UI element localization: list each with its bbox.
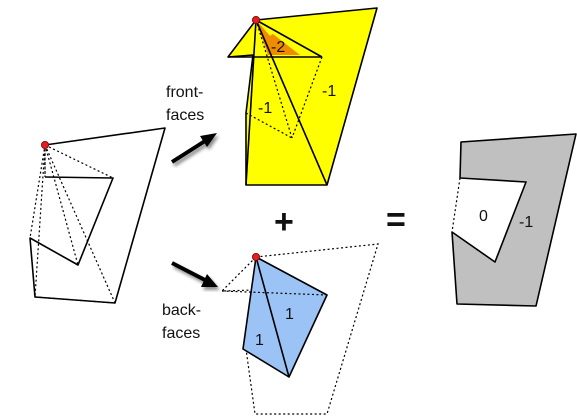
equals-operator: = [386,201,406,239]
result-closing-edge [451,177,461,233]
back-fan-vertex [251,252,260,261]
result-outer-winding: -1 [519,214,533,231]
front-right-winding: -1 [322,83,336,100]
back-faces-group: 1 1 [220,243,379,415]
front-faces-region [227,7,378,186]
front-overlap-winding: -2 [271,39,285,56]
front-overlap-region-2 [268,34,300,55]
source-polygon-outline [29,127,166,304]
back-fan-line [255,256,290,378]
back-faces-label-line2: faces [162,325,200,342]
back-right-winding: 1 [285,306,294,323]
source-polygon-group [29,127,166,304]
plus-operator: + [274,203,294,241]
front-faces-label-line2: faces [166,107,204,124]
back-faces-label-line1: back- [162,302,201,319]
front-faces-label-line1: front- [166,84,203,101]
arrow-to-back-faces [171,261,218,287]
front-left-winding: -1 [258,100,272,117]
arrow-to-front-faces [170,133,217,164]
front-fan-vertex [251,15,260,24]
source-fan-lines [29,144,116,304]
front-faces-group: -2 -1 -1 [227,7,378,186]
result-inner-winding: 0 [479,208,488,225]
result-group: 0 -1 [451,133,577,307]
front-fan-lines [228,19,328,186]
result-region [451,133,577,307]
back-left-winding: 1 [255,332,264,349]
source-fan-vertex [41,140,50,149]
